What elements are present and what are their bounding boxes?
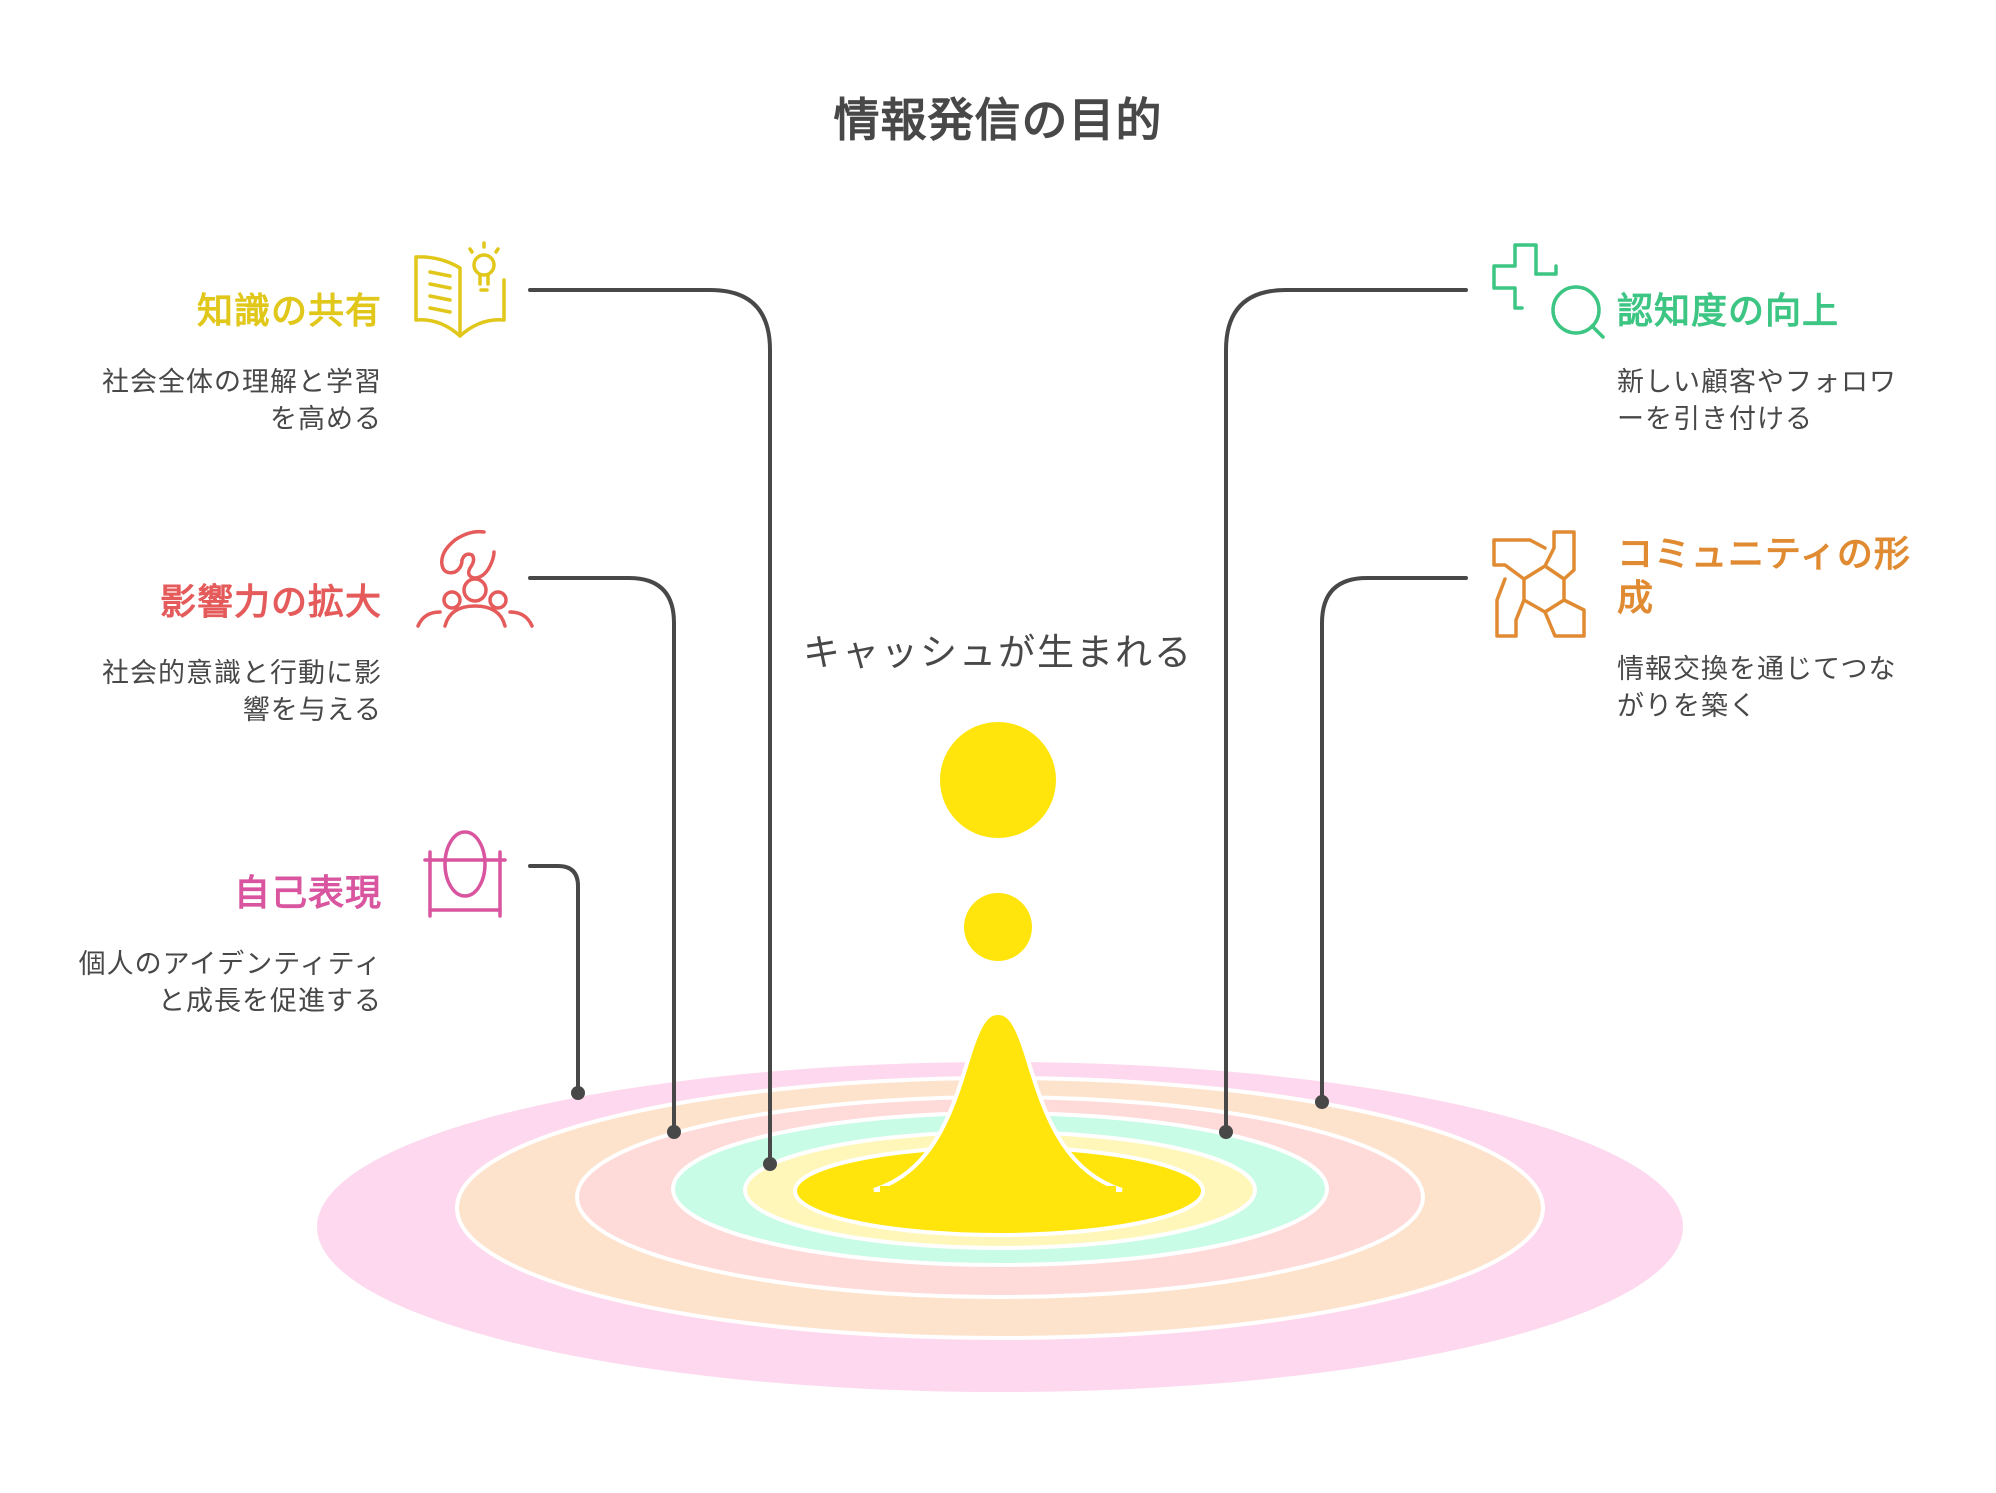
splash-base-fill <box>880 1186 1116 1196</box>
drop-large <box>940 722 1056 838</box>
item-knowledge: 知識の共有 社会全体の理解と学習 を高める <box>60 290 382 438</box>
item-awareness: 認知度の向上 新しい顧客やフォロワ ーを引き付ける <box>1617 290 1957 438</box>
joined-hands-icon <box>1492 530 1586 638</box>
drop-small <box>964 893 1032 961</box>
item-awareness-desc-line1: 新しい顧客やフォロワ <box>1617 367 1897 398</box>
connector-awareness <box>1224 288 1468 1134</box>
item-expression-desc-line2: と成長を促進する <box>158 986 382 1017</box>
item-community-desc-line1: 情報交換を通じてつな <box>1617 654 1897 685</box>
item-expression: 自己表現 個人のアイデンティティ と成長を促進する <box>40 872 382 1020</box>
dot-influence <box>667 1125 681 1139</box>
book-lightbulb-icon <box>414 241 506 338</box>
item-community-title-line1: コミュニティの形 <box>1617 534 1911 575</box>
page-title: 情報発信の目的 <box>833 93 1163 147</box>
item-awareness-desc: 新しい顧客やフォロワ ーを引き付ける <box>1617 364 1957 438</box>
connector-dots <box>571 1086 1329 1171</box>
item-knowledge-title: 知識の共有 <box>196 291 382 332</box>
item-expression-desc-line1: 個人のアイデンティティ <box>78 949 382 980</box>
connector-knowledge <box>528 288 772 1166</box>
dot-knowledge <box>763 1157 777 1171</box>
item-awareness-desc-line2: ーを引き付ける <box>1617 404 1813 435</box>
splash-peak <box>873 1010 1123 1192</box>
item-community: コミュニティの形 成 情報交換を通じてつな がりを築く <box>1617 533 1977 725</box>
item-awareness-title: 認知度の向上 <box>1617 291 1840 332</box>
item-influence-desc-line1: 社会的意識と行動に影 <box>102 658 382 689</box>
hand-over-people-icon <box>416 529 534 628</box>
item-influence-desc: 社会的意識と行動に影 響を与える <box>60 655 382 729</box>
item-knowledge-desc: 社会全体の理解と学習 を高める <box>60 364 382 438</box>
center-label: キャッシュが生まれる <box>803 631 1193 674</box>
item-expression-title: 自己表現 <box>233 873 382 914</box>
connector-community <box>1320 576 1468 1104</box>
item-community-title-line2: 成 <box>1617 578 1655 619</box>
item-community-title: コミュニティの形 成 <box>1617 533 1977 621</box>
item-community-desc-line2: がりを築く <box>1617 691 1757 722</box>
connector-expression <box>528 864 580 1095</box>
item-expression-desc: 個人のアイデンティティ と成長を促進する <box>40 946 382 1020</box>
item-influence-title: 影響力の拡大 <box>159 582 382 623</box>
dot-expression <box>571 1086 585 1100</box>
item-knowledge-desc-line2: を高める <box>270 404 382 435</box>
plus-magnifier-icon <box>1492 243 1605 339</box>
item-knowledge-desc-line1: 社会全体の理解と学習 <box>102 367 382 398</box>
connectors <box>528 288 1468 1166</box>
item-influence: 影響力の拡大 社会的意識と行動に影 響を与える <box>60 581 382 729</box>
dot-community <box>1315 1095 1329 1109</box>
item-community-desc: 情報交換を通じてつな がりを築く <box>1617 651 1977 725</box>
mirror-icon <box>423 830 507 918</box>
connector-influence <box>528 576 676 1134</box>
item-influence-desc-line2: 響を与える <box>242 695 382 726</box>
dot-awareness <box>1219 1125 1233 1139</box>
